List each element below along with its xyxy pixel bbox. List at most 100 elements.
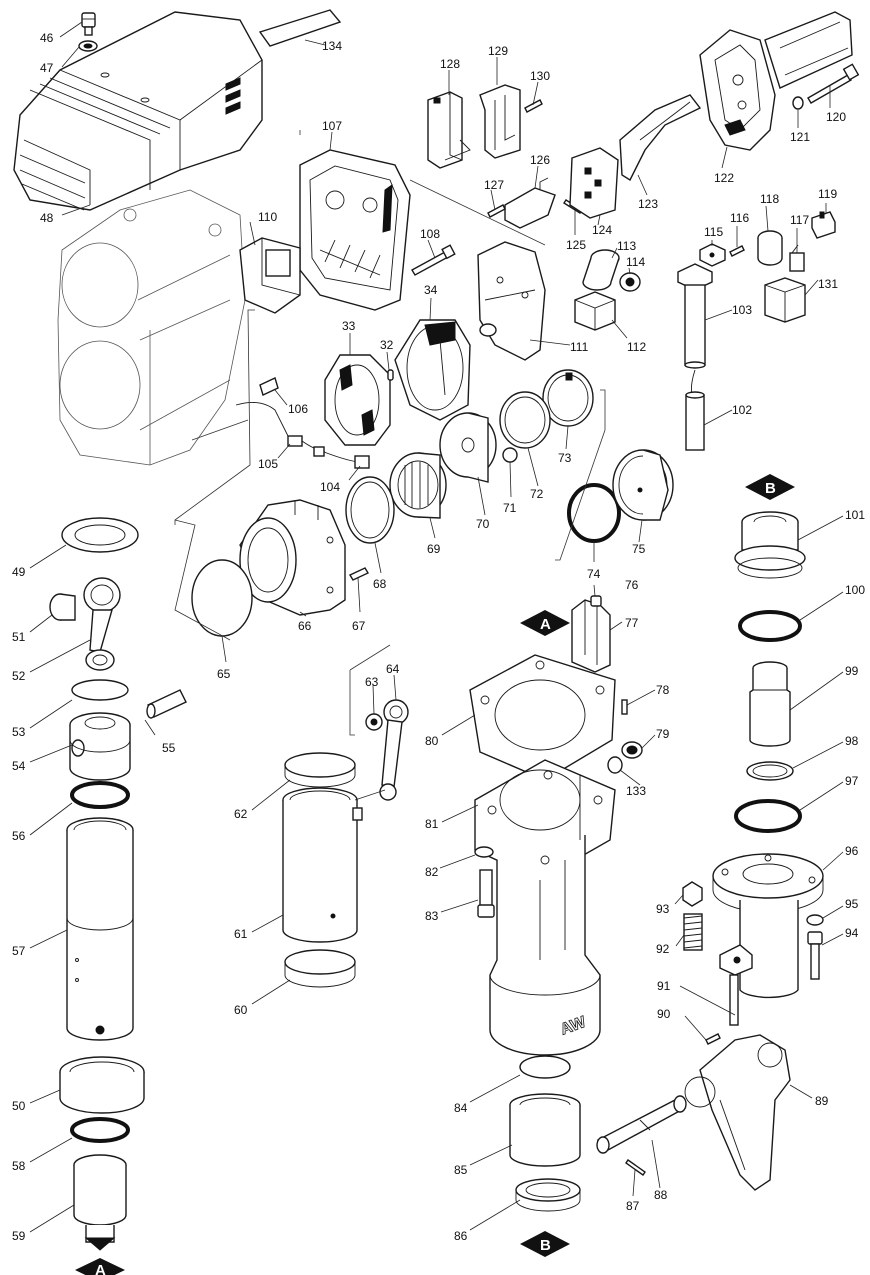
- bushing-114: [619, 272, 641, 292]
- clip-126: [504, 177, 556, 229]
- cap-93: [682, 881, 703, 907]
- switch-block-128: [427, 91, 471, 169]
- sleeve-113: [582, 249, 620, 291]
- callout-50: 50: [12, 1099, 26, 1113]
- callout-58: 58: [12, 1159, 26, 1173]
- callout-96: 96: [845, 844, 859, 858]
- callout-134: 134: [322, 39, 342, 53]
- callout-83: 83: [425, 909, 439, 923]
- callout-47: 47: [40, 61, 54, 75]
- callout-102: 102: [732, 403, 752, 417]
- callout-77: 77: [625, 616, 639, 630]
- pin-90: [705, 1033, 721, 1045]
- callout-56: 56: [12, 829, 26, 843]
- callout-110: 110: [258, 210, 277, 224]
- block-131: [764, 277, 806, 323]
- screw-116: [729, 245, 745, 257]
- callout-34: 34: [424, 283, 438, 297]
- callout-51: 51: [12, 630, 26, 644]
- callout-88: 88: [654, 1188, 668, 1202]
- callout-113: 113: [617, 239, 636, 253]
- callout-55: 55: [162, 741, 176, 755]
- bushing-63: [365, 713, 383, 731]
- screw-46: [81, 12, 96, 36]
- callout-121: 121: [790, 130, 810, 144]
- callout-81: 81: [425, 817, 439, 831]
- plate-124: [569, 147, 619, 219]
- ring-62: [284, 752, 356, 788]
- svg-text:A: A: [95, 1262, 106, 1275]
- bracket-129: [479, 84, 521, 159]
- callout-104: 104: [320, 480, 340, 494]
- screw-130: [524, 99, 543, 113]
- block-112: [574, 291, 616, 331]
- label-plate-134: [258, 9, 342, 47]
- callout-122: 122: [714, 171, 734, 185]
- callout-75: 75: [632, 542, 646, 556]
- washer-47: [78, 40, 98, 52]
- callout-117: 117: [790, 213, 809, 227]
- spring-92: [683, 913, 703, 951]
- callout-78: 78: [656, 683, 670, 697]
- group-line-center: [349, 644, 391, 736]
- trigger-123: [619, 94, 702, 182]
- group-line-66: [174, 519, 231, 641]
- ball-71: [502, 447, 518, 463]
- callout-95: 95: [845, 897, 859, 911]
- callout-133: 133: [626, 784, 646, 798]
- callout-49: 49: [12, 565, 26, 579]
- handle-122: [699, 11, 853, 151]
- tag-b-right: B: [745, 474, 795, 500]
- counterweight-70: [439, 412, 497, 483]
- o-ring-56: [70, 781, 130, 809]
- group-line-top: [299, 130, 606, 561]
- guide-85: [509, 1093, 581, 1167]
- tool-holder-59: [73, 1154, 127, 1251]
- callout-120: 120: [826, 110, 846, 124]
- callout-130: 130: [530, 69, 550, 83]
- washer-82: [474, 846, 494, 858]
- callout-32: 32: [380, 338, 394, 352]
- housing-107: [299, 149, 411, 311]
- piston-54: [69, 712, 131, 781]
- callout-103: 103: [732, 303, 752, 317]
- pin-78: [621, 699, 628, 715]
- tag-b-bottom: B: [520, 1231, 570, 1257]
- screw-127: [487, 204, 506, 218]
- callout-57: 57: [12, 944, 26, 958]
- bracket-77: [571, 599, 611, 673]
- callout-53: 53: [12, 725, 26, 739]
- callout-80: 80: [425, 734, 439, 748]
- callout-93: 93: [656, 902, 670, 916]
- callout-89: 89: [815, 1094, 829, 1108]
- motor-housing-outline: [57, 189, 246, 466]
- pin-87: [625, 1159, 646, 1176]
- callout-100: 100: [845, 583, 865, 597]
- callout-79: 79: [656, 727, 670, 741]
- pin-32: [387, 369, 394, 381]
- svg-text:B: B: [765, 480, 776, 497]
- thermal-sensor-106: [259, 377, 279, 396]
- callout-107: 107: [322, 119, 342, 133]
- callout-54: 54: [12, 759, 26, 773]
- screw-108: [411, 244, 456, 276]
- capacitor-118: [757, 230, 783, 266]
- callout-84: 84: [454, 1101, 468, 1115]
- bolt-94: [807, 931, 823, 980]
- con-rod-52: [83, 577, 121, 671]
- callout-108: 108: [420, 227, 440, 241]
- callout-73: 73: [558, 451, 572, 465]
- screw-76: [590, 595, 602, 607]
- cylinder-flange-66: [239, 499, 346, 616]
- yoke-89: [684, 1034, 791, 1191]
- callout-118: 118: [760, 192, 779, 206]
- callout-82: 82: [425, 865, 439, 879]
- end-cap-111: [477, 241, 546, 361]
- callout-115: 115: [704, 225, 723, 239]
- callout-62: 62: [234, 807, 248, 821]
- callout-70: 70: [476, 517, 490, 531]
- tag-a-mid: A: [520, 610, 570, 636]
- needle-bearing-69: [389, 452, 447, 519]
- bearing-cage-33: [324, 354, 391, 446]
